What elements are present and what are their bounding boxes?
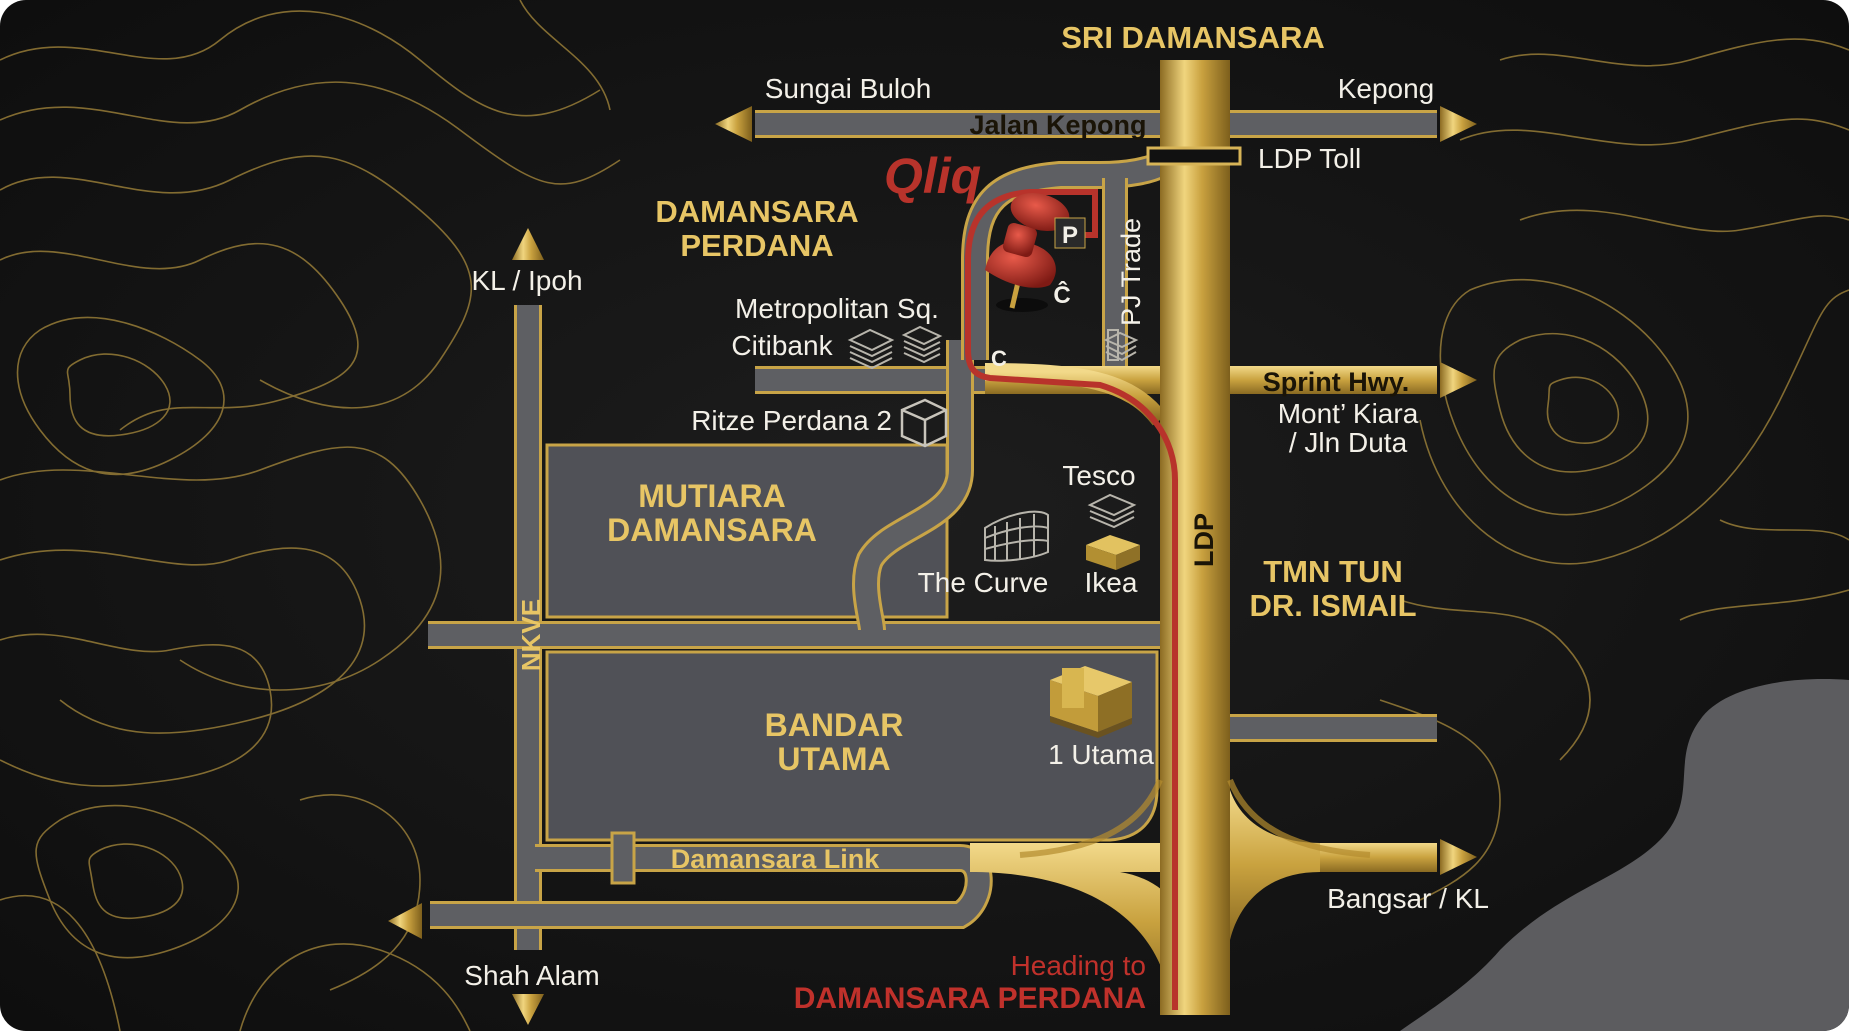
c-marker-upper: Ĉ: [1053, 281, 1070, 309]
arrow-icon: [1440, 106, 1477, 142]
ikea-box-icon: [1086, 535, 1140, 570]
road-label-damansara-link: Damansara Link: [671, 844, 881, 874]
mall-icon: [1050, 666, 1132, 738]
landmark-tesco: Tesco: [1062, 460, 1135, 491]
area-ttdi-2: DR. ISMAIL: [1249, 588, 1416, 623]
landmark-ritze-perdana: Ritze Perdana 2: [691, 405, 892, 436]
road-label-pj-trade: PJ Trade: [1116, 218, 1146, 326]
ldp-road: [1160, 60, 1230, 1015]
route-line: [965, 189, 1178, 1010]
ldp-toll-gate: [1146, 146, 1242, 166]
landmark-ikea: Ikea: [1085, 567, 1138, 598]
bangsar-road: [970, 843, 1437, 1000]
dest-mont-kiara-2: / Jln Duta: [1289, 427, 1408, 458]
landmark-the-curve: The Curve: [918, 567, 1049, 598]
curve-building-icon: [984, 510, 1049, 562]
area-mutiara-2: DAMANSARA: [607, 512, 817, 548]
grey-corner-shape: [1400, 679, 1849, 1031]
landmark-1-utama: 1 Utama: [1048, 739, 1154, 770]
area-mutiara-1: MUTIARA: [638, 478, 786, 514]
area-sri-damansara: SRI DAMANSARA: [1061, 20, 1325, 55]
area-bandar-utama-1: BANDAR: [765, 707, 904, 743]
arrow-icon: [1440, 839, 1477, 875]
parking-marker: P: [1062, 222, 1078, 249]
road-label-ldp: LDP: [1189, 513, 1219, 567]
direction-arrows: [388, 106, 1477, 1025]
building-stack-icon: [847, 325, 943, 370]
road-label-jalan-kepong: Jalan Kepong: [969, 110, 1146, 140]
dest-bangsar-kl: Bangsar / KL: [1327, 883, 1489, 914]
gold-roads: [970, 60, 1437, 1015]
dest-kepong: Kepong: [1338, 73, 1435, 104]
road-label-nkve: NKVE: [516, 599, 546, 671]
grey-roads: [428, 110, 1437, 950]
area-bandar-utama-2: UTAMA: [777, 741, 890, 777]
dest-kl-ipoh: KL / Ipoh: [471, 265, 582, 296]
arrow-icon: [512, 228, 544, 260]
building-stack-icon: [1103, 329, 1139, 362]
building-stack-icon: [1087, 493, 1137, 529]
dest-ldp-toll: LDP Toll: [1258, 143, 1361, 174]
heading-line-1: Heading to: [1011, 950, 1146, 981]
parking-badge: [1054, 217, 1086, 249]
arrow-icon: [388, 903, 422, 939]
landmark-citibank: Citibank: [731, 330, 833, 361]
dest-sungai-buloh: Sungai Buloh: [765, 73, 932, 104]
arrow-icon: [715, 106, 752, 142]
map-pin-icon: [985, 192, 1070, 312]
arrow-icon: [1440, 362, 1477, 398]
area-ttdi-1: TMN TUN: [1263, 554, 1402, 589]
road-label-sprint-hwy: Sprint Hwy.: [1263, 367, 1410, 397]
c-marker-lower: C: [991, 346, 1007, 371]
brand-logo: Qliq: [884, 148, 981, 204]
arrow-icon: [512, 994, 544, 1025]
dest-shah-alam: Shah Alam: [464, 960, 599, 991]
heading-line-2: DAMANSARA PERDANA: [794, 982, 1146, 1015]
area-damansara-perdana-2: PERDANA: [680, 228, 833, 263]
box-icon: [900, 398, 948, 448]
area-damansara-perdana-1: DAMANSARA: [655, 194, 858, 229]
dest-mont-kiara-1: Mont’ Kiara: [1278, 398, 1419, 429]
landmark-metropolitan-sq: Metropolitan Sq.: [735, 293, 939, 324]
